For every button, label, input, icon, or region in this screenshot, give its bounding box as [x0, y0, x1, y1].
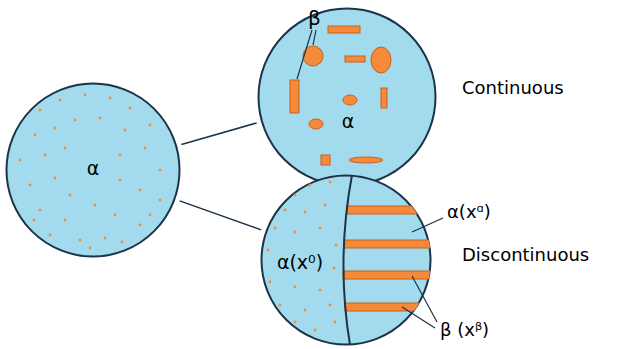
- process-label: Discontinuous: [462, 245, 589, 265]
- phase-label: α(xᵅ): [447, 202, 491, 222]
- reaction-front: [343, 175, 352, 345]
- phase-label: β: [308, 7, 321, 29]
- leader-lines: [297, 30, 443, 328]
- phase-label: β (xᵝ): [440, 320, 489, 340]
- grain-circle: α: [5, 82, 181, 258]
- phase-label: α: [342, 111, 355, 132]
- process-label: Continuous: [462, 78, 564, 98]
- beta-precipitates: [290, 26, 391, 165]
- phase-label: α(x⁰): [277, 252, 323, 273]
- transformation-line: [181, 123, 256, 145]
- transformation-line: [180, 201, 262, 230]
- solute-dots: [19, 94, 338, 332]
- phase-label: α: [87, 158, 100, 179]
